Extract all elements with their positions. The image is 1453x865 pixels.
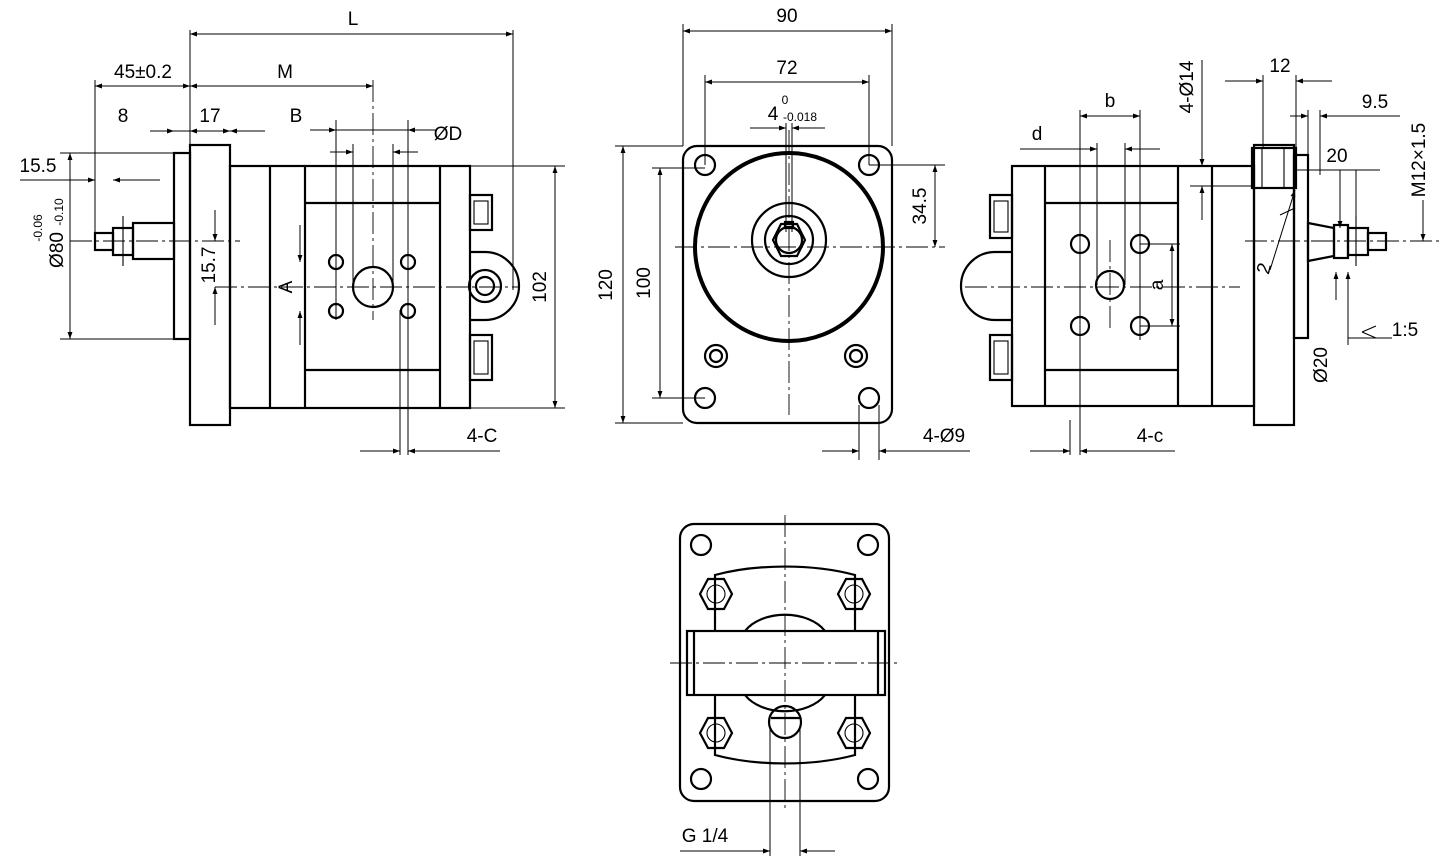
dim-dia80-tol-low: -0.10 — [52, 198, 66, 226]
dim-a: a — [1147, 279, 1168, 290]
dim-taper: 1:5 — [1392, 320, 1418, 341]
dim-A: A — [276, 280, 297, 293]
dim-72: 72 — [776, 58, 797, 79]
dim-dia80: Ø80 — [47, 232, 68, 268]
side-view: L M 45±0.2 8 17 B ØD 15.5 4-C 15.7 A 102… — [20, 9, 565, 455]
dim-b: b — [1105, 91, 1116, 112]
dim-17: 17 — [199, 106, 220, 127]
dim-8: 8 — [118, 106, 129, 127]
dim-15-5: 15.5 — [20, 156, 57, 177]
dim-4c: 4-c — [1137, 426, 1163, 447]
dim-OD: ØD — [434, 124, 463, 145]
dim-port: G 1/4 — [682, 826, 729, 847]
dim-L: L — [348, 9, 359, 30]
dim-9-5: 9.5 — [1362, 92, 1388, 113]
rear-view: d b a 4-c 4-Ø14 12 9.5 20 M12×1.5 2 1:5 … — [959, 56, 1440, 455]
dim-15-7: 15.7 — [199, 247, 220, 284]
dim-key-tol-low: -0.018 — [783, 110, 817, 124]
dim-2: 2 — [1253, 261, 1276, 277]
dim-102: 102 — [530, 271, 551, 303]
dim-holes: 4-Ø9 — [923, 426, 965, 447]
front-view: 90 72 4 0 -0.018 34.5 120 100 4-Ø9 — [596, 6, 970, 460]
dim-12: 12 — [1269, 56, 1290, 77]
bottom-view: G 1/4 — [670, 515, 900, 856]
dim-key-base: 4 — [768, 104, 779, 125]
dim-dia80-tol-up: -0.06 — [31, 214, 45, 242]
dim-d: d — [1032, 124, 1043, 145]
dim-dia20: Ø20 — [1311, 347, 1332, 383]
dim-4-14: 4-Ø14 — [1177, 60, 1198, 113]
dim-45: 45±0.2 — [114, 62, 172, 83]
dim-34-5: 34.5 — [910, 188, 931, 225]
dim-20: 20 — [1326, 146, 1347, 167]
dim-M: M — [277, 62, 293, 83]
dim-120: 120 — [596, 269, 617, 301]
dim-100: 100 — [634, 267, 655, 299]
dim-4C: 4-C — [467, 426, 498, 447]
dim-thread: M12×1.5 — [1409, 123, 1430, 197]
dim-B: B — [290, 106, 303, 127]
dim-key-tol-up: 0 — [782, 93, 789, 107]
dim-90: 90 — [776, 6, 797, 27]
